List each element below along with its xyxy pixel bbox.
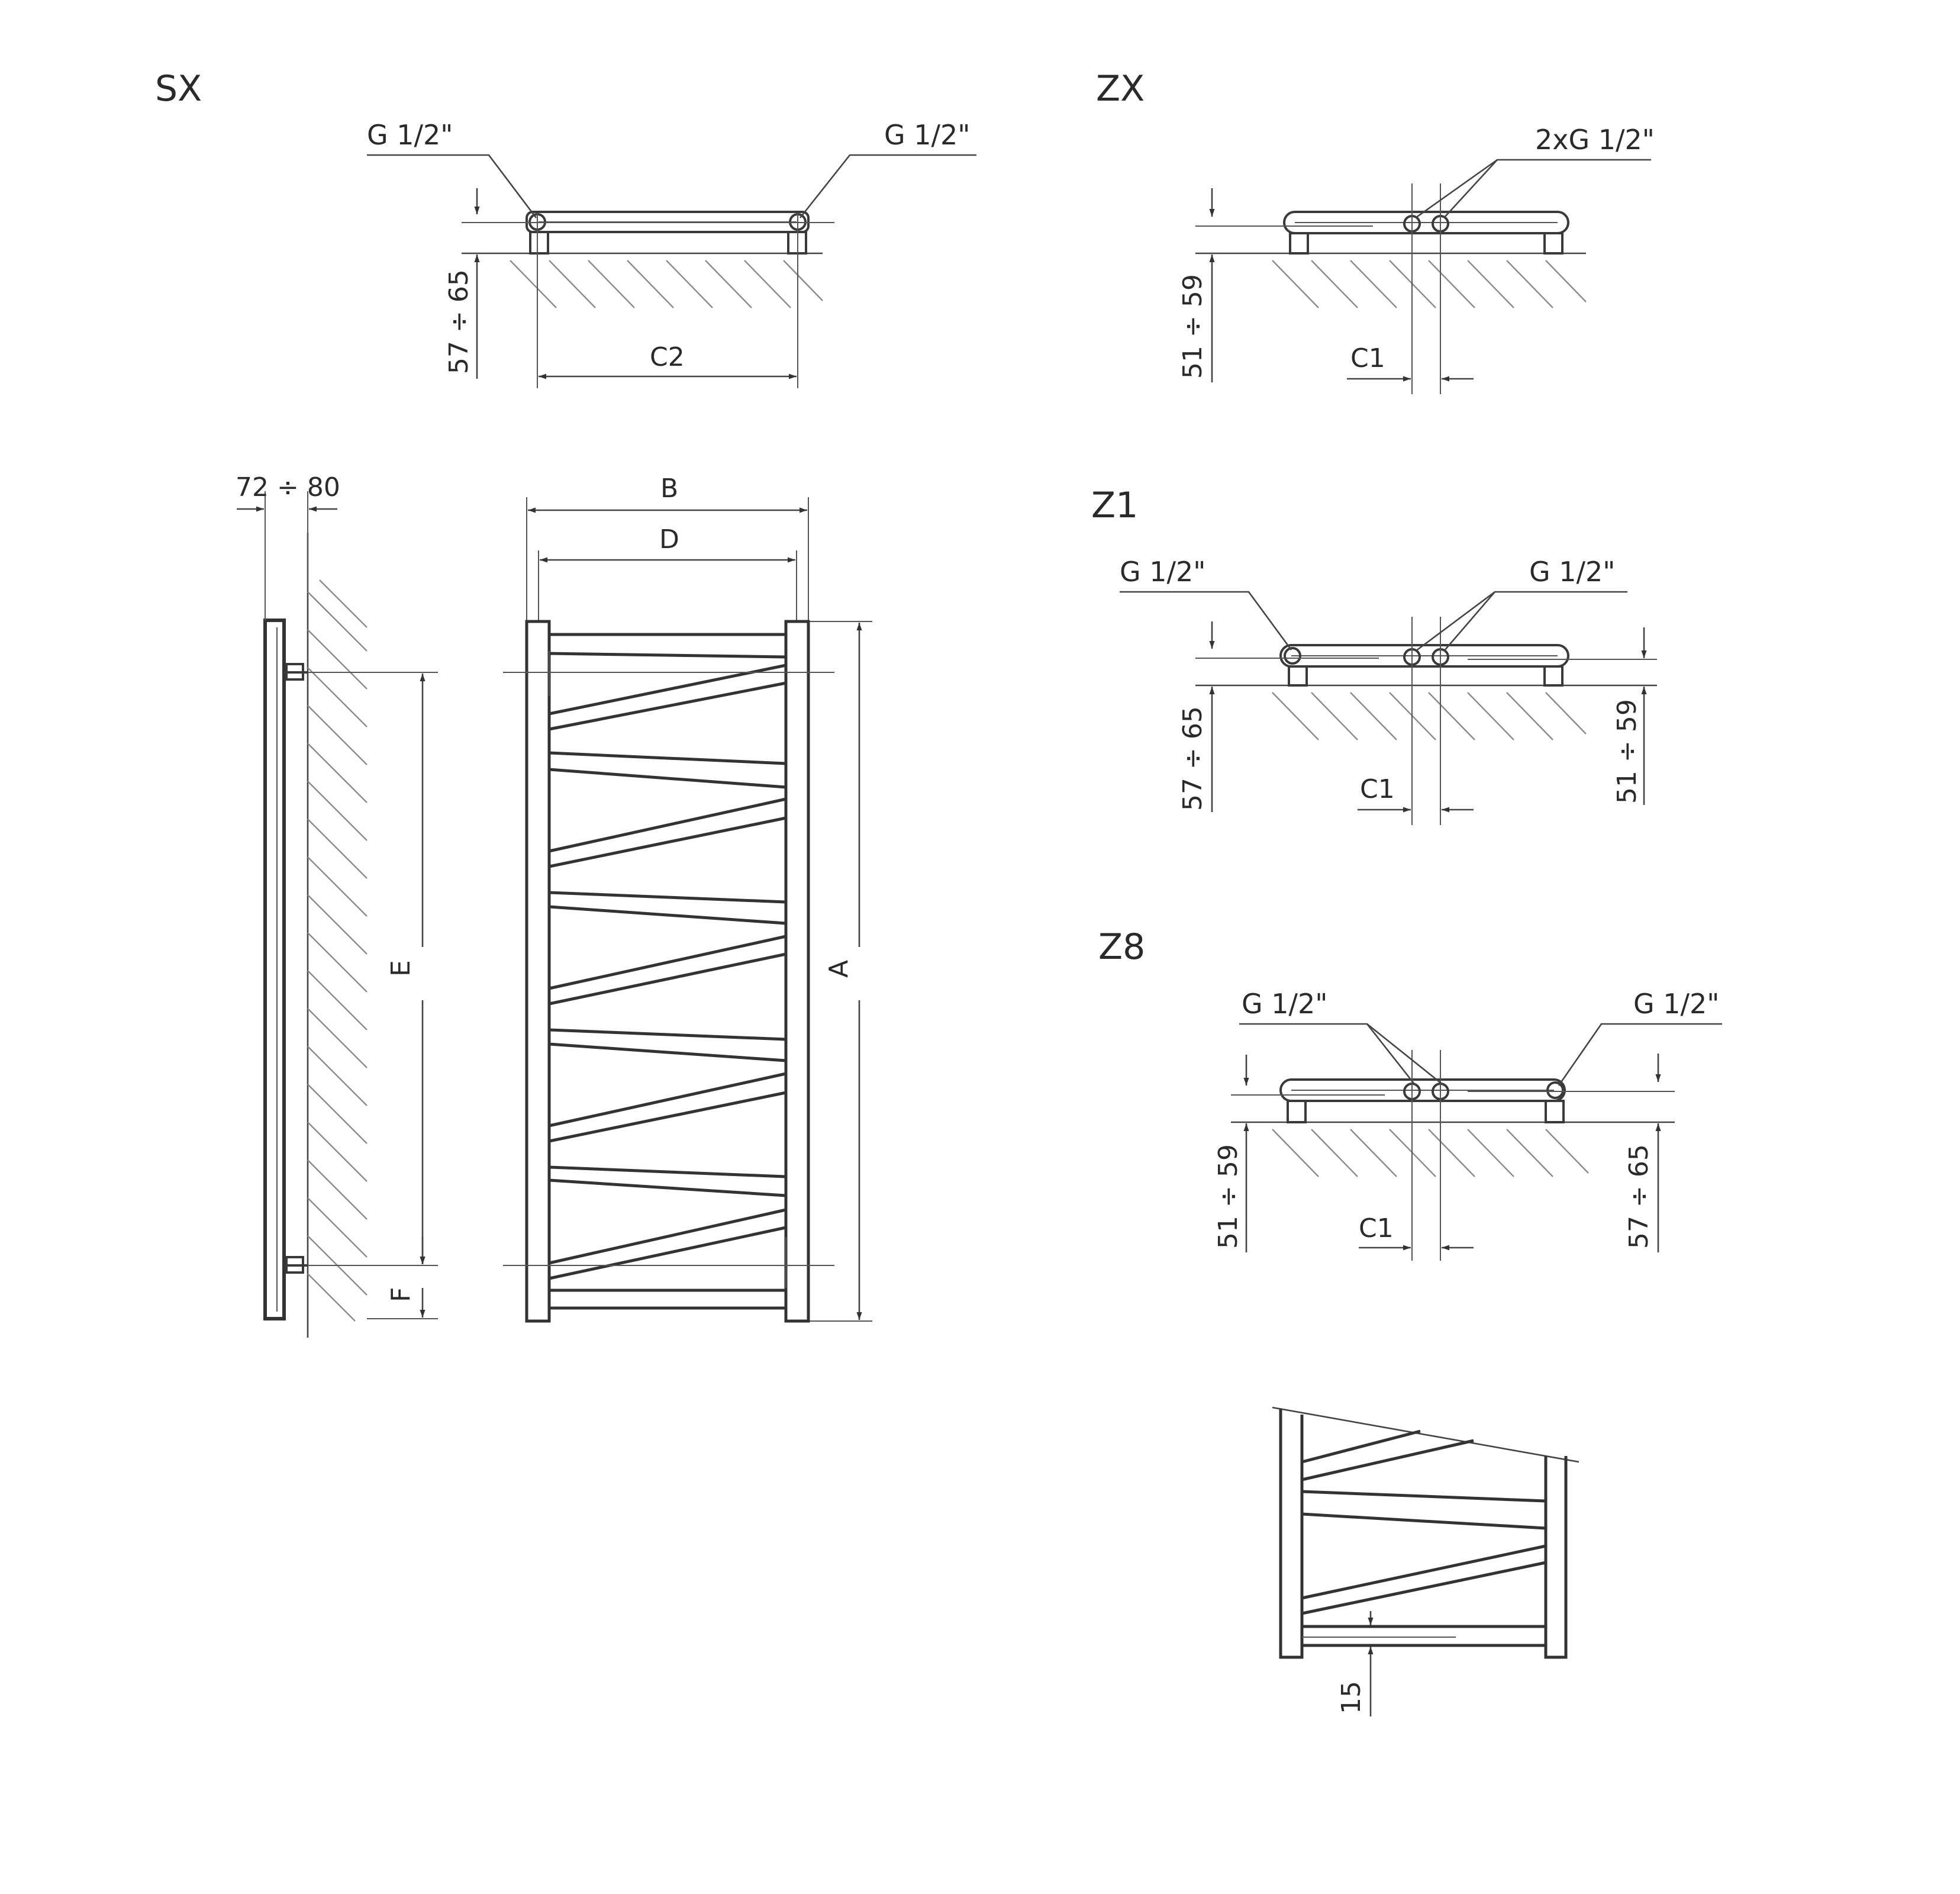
sx-conn-left: G 1/2" bbox=[367, 119, 453, 151]
view-zx: ZX 51 ÷ 59 C1 2xG 1/2" bbox=[1096, 68, 1655, 394]
front-dim-b: B bbox=[660, 474, 678, 504]
view-z1-title: Z1 bbox=[1091, 485, 1138, 526]
view-z1: Z1 57 ÷ 65 51 ÷ 59 C1 G 1/2" G 1/2" bbox=[1091, 485, 1657, 825]
z1-c1-label: C1 bbox=[1360, 774, 1395, 804]
side-dim-f: F bbox=[386, 1287, 416, 1302]
z8-conn-left: G 1/2" bbox=[1242, 988, 1327, 1020]
z8-height-right: 57 ÷ 65 bbox=[1624, 1144, 1654, 1249]
z8-height-left: 51 ÷ 59 bbox=[1213, 1144, 1243, 1249]
sx-height-dim: 57 ÷ 65 bbox=[444, 269, 474, 374]
zx-c1-label: C1 bbox=[1350, 343, 1385, 373]
z1-height-right: 51 ÷ 59 bbox=[1612, 699, 1642, 804]
sx-c2-label: C2 bbox=[650, 342, 685, 372]
zx-conn-label: 2xG 1/2" bbox=[1535, 124, 1655, 156]
view-z8-title: Z8 bbox=[1098, 926, 1145, 968]
side-depth-dim: 72 ÷ 80 bbox=[236, 472, 340, 503]
z1-height-left: 57 ÷ 65 bbox=[1178, 706, 1208, 811]
z8-c1-label: C1 bbox=[1359, 1213, 1394, 1244]
z1-conn-left: G 1/2" bbox=[1120, 556, 1205, 588]
sx-conn-right: G 1/2" bbox=[884, 119, 970, 151]
view-zx-title: ZX bbox=[1096, 68, 1145, 109]
zx-height-dim: 51 ÷ 59 bbox=[1178, 274, 1208, 379]
z1-conn-right: G 1/2" bbox=[1529, 556, 1615, 588]
z8-conn-right: G 1/2" bbox=[1633, 988, 1719, 1020]
detail-view: 15 bbox=[1272, 1406, 1579, 1716]
front-view: B D A bbox=[503, 474, 872, 1323]
side-dim-e: E bbox=[386, 960, 416, 977]
front-dim-d: D bbox=[659, 524, 679, 555]
view-sx: SX 57 ÷ 65 C2 G 1/2" G 1/2" bbox=[155, 68, 976, 388]
side-view: 72 ÷ 80 E F bbox=[236, 472, 438, 1338]
view-z8: Z8 51 ÷ 59 57 ÷ 65 C1 G 1/2" G 1/2" bbox=[1098, 926, 1722, 1261]
front-dim-a: A bbox=[824, 960, 854, 978]
view-sx-title: SX bbox=[155, 68, 202, 109]
detail-gap-dim: 15 bbox=[1336, 1681, 1366, 1714]
